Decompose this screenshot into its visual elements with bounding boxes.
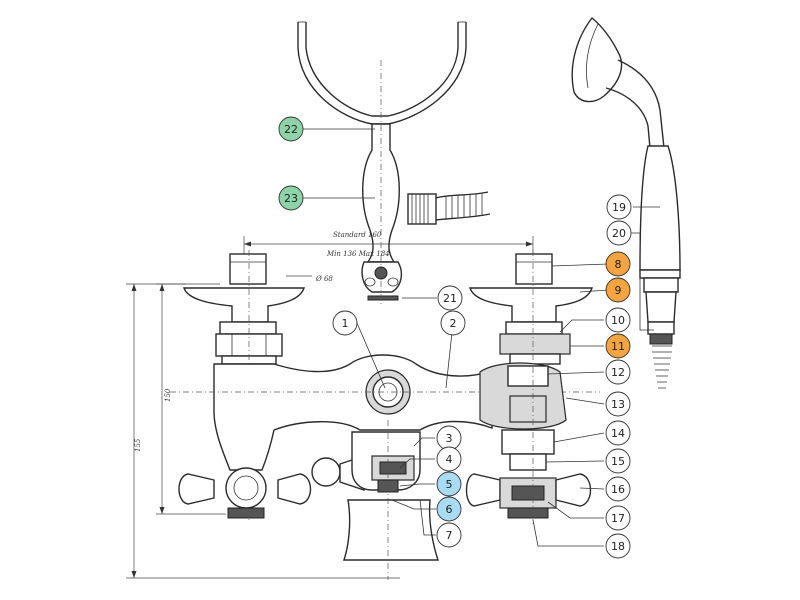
- shower-holder: [297, 21, 491, 305]
- callout-2: 2: [440, 310, 466, 336]
- dimension-150-label: 150: [164, 388, 172, 402]
- callout-circle: [605, 420, 631, 446]
- callout-9: 9: [605, 277, 631, 303]
- callout-6: 6: [436, 496, 462, 522]
- dimension-diameter-label: Ø 68: [315, 275, 333, 283]
- callout-8: 8: [605, 251, 631, 277]
- callout-number: 23: [284, 192, 298, 205]
- callout-circle: [605, 391, 631, 417]
- left-handle: [178, 467, 312, 519]
- dimension-width: Standard 160 Min 136 Max 184: [243, 231, 534, 262]
- callout-4: 4: [436, 446, 462, 472]
- callout-number: 10: [611, 314, 625, 327]
- callout-11: 11: [605, 333, 631, 359]
- callout-number: 5: [446, 478, 453, 491]
- callout-23: 23: [278, 185, 304, 211]
- dimension-standard-label: Standard 160: [333, 231, 382, 239]
- callout-number: 22: [284, 123, 298, 136]
- callout-number: 14: [611, 427, 625, 440]
- callout-circle: [436, 496, 462, 522]
- callout-circle: [605, 505, 631, 531]
- callout-circle: [605, 359, 631, 385]
- callout-circle: [436, 471, 462, 497]
- callout-circle: [605, 277, 631, 303]
- callout-circle: [605, 307, 631, 333]
- callout-18: 18: [605, 533, 631, 559]
- callout-number: 16: [611, 483, 625, 496]
- callout-3: 3: [436, 425, 462, 451]
- callout-number: 18: [611, 540, 625, 553]
- callout-17: 17: [605, 505, 631, 531]
- callout-number: 19: [612, 201, 626, 214]
- callout-number: 12: [611, 366, 625, 379]
- dimension-155-label: 155: [134, 438, 142, 452]
- callout-number: 2: [450, 317, 457, 330]
- callout-number: 8: [615, 258, 622, 271]
- callout-circle: [440, 310, 466, 336]
- callout-circle: [278, 116, 304, 142]
- callout-circle: [436, 522, 462, 548]
- callout-12: 12: [605, 359, 631, 385]
- callout-number: 7: [446, 529, 453, 542]
- right-valve: [465, 250, 593, 524]
- callout-15: 15: [605, 448, 631, 474]
- callout-number: 11: [611, 340, 625, 353]
- callout-number: 15: [611, 455, 625, 468]
- left-valve: Ø 68: [183, 250, 333, 520]
- callout-circle: [606, 220, 632, 246]
- hand-shower: [571, 16, 681, 389]
- callout-number: 1: [342, 317, 349, 330]
- callout-1: 1: [332, 310, 358, 336]
- leader-lines: [303, 128, 660, 547]
- callout-circle: [606, 194, 632, 220]
- callout-number: 13: [611, 398, 625, 411]
- callout-circle: [605, 333, 631, 359]
- callout-circle: [437, 285, 463, 311]
- callout-20: 20: [606, 220, 632, 246]
- callout-number: 20: [612, 227, 626, 240]
- callout-19: 19: [606, 194, 632, 220]
- dimension-minmax-label: Min 136 Max 184: [326, 250, 390, 258]
- callout-number: 3: [446, 432, 453, 445]
- mixer-body: [170, 354, 600, 471]
- callout-21: 21: [437, 285, 463, 311]
- callout-circle: [605, 251, 631, 277]
- callout-circle: [278, 185, 304, 211]
- callout-circle: [605, 476, 631, 502]
- callout-16: 16: [605, 476, 631, 502]
- dimension-heights: 155 150: [126, 283, 400, 579]
- callout-number: 21: [443, 292, 457, 305]
- spout: [311, 420, 439, 580]
- callout-circle: [605, 448, 631, 474]
- callout-circle: [436, 446, 462, 472]
- callout-number: 9: [615, 284, 622, 297]
- callout-number: 17: [611, 512, 625, 525]
- callout-number: 6: [446, 503, 453, 516]
- callout-number: 4: [446, 453, 453, 466]
- callout-7: 7: [436, 522, 462, 548]
- callout-circle: [605, 533, 631, 559]
- callout-10: 10: [605, 307, 631, 333]
- callout-14: 14: [605, 420, 631, 446]
- callout-22: 22: [278, 116, 304, 142]
- callout-circle: [332, 310, 358, 336]
- callout-5: 5: [436, 471, 462, 497]
- callout-13: 13: [605, 391, 631, 417]
